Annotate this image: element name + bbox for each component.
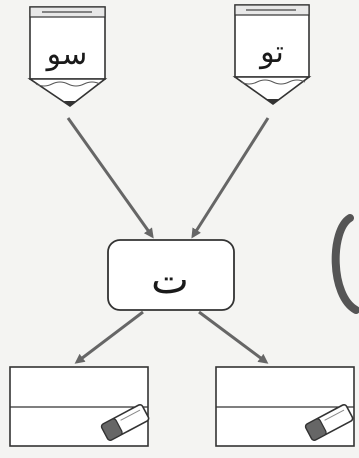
center-letter-box: ت	[107, 239, 235, 311]
arrow-icon-left-in	[66, 117, 154, 239]
eraser-icon-left	[100, 403, 150, 441]
answer-box-right[interactable]	[215, 366, 355, 447]
center-letter: ت	[151, 257, 189, 303]
arrow-icon-left-out	[74, 310, 144, 364]
pencil-word-right: تو	[258, 35, 284, 70]
eraser-icon-right	[304, 403, 354, 441]
pencil-icon-left: سو	[27, 6, 108, 107]
arrow-icon-right-out	[198, 310, 269, 364]
partial-ring-shape	[331, 214, 359, 314]
pencil-word-left: سو	[45, 37, 88, 72]
answer-box-left[interactable]	[9, 366, 149, 447]
pencil-icon-right: تو	[232, 4, 312, 105]
arrow-icon-right-in	[191, 117, 270, 239]
